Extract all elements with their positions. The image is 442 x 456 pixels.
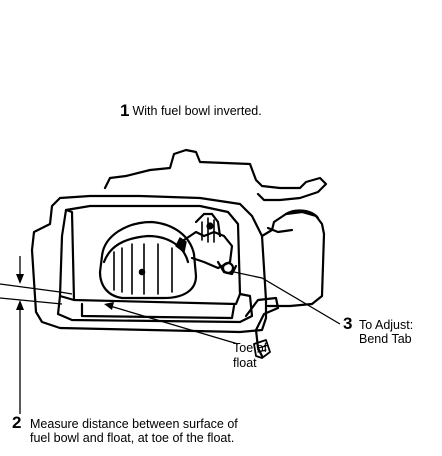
toe-label: Toe of float <box>233 341 267 371</box>
step1-number: 1 <box>120 101 130 120</box>
fuel-bowl-inner-rim <box>64 204 242 306</box>
measurement-line-lower <box>0 297 63 305</box>
arrowhead-up <box>16 300 24 310</box>
step3-line2: Bend Tab <box>359 332 412 346</box>
fuel-inlet-housing <box>260 210 326 308</box>
toe-leader <box>109 305 239 345</box>
toe-label-line2: float <box>233 356 257 370</box>
arrowhead-toe <box>104 302 114 310</box>
step1-text: With fuel bowl inverted. <box>132 104 262 118</box>
measurement-line-upper <box>0 283 73 295</box>
arrowhead-down <box>16 274 24 284</box>
float <box>98 220 198 300</box>
step2-line1: Measure distance between surface of <box>30 417 238 431</box>
step2-line2: fuel bowl and float, at toe of the float… <box>30 431 235 445</box>
top-bracket <box>103 148 328 202</box>
fuel-bowl-outline <box>30 194 268 334</box>
float-hinge <box>182 230 234 270</box>
toe-label-line1: Toe of <box>233 341 268 355</box>
step3-leader <box>233 271 341 325</box>
step3-line1: To Adjust: <box>359 318 414 332</box>
adjustment-tab <box>244 296 280 358</box>
step2-number: 2 <box>12 413 22 432</box>
step3-number: 3 <box>343 314 353 333</box>
